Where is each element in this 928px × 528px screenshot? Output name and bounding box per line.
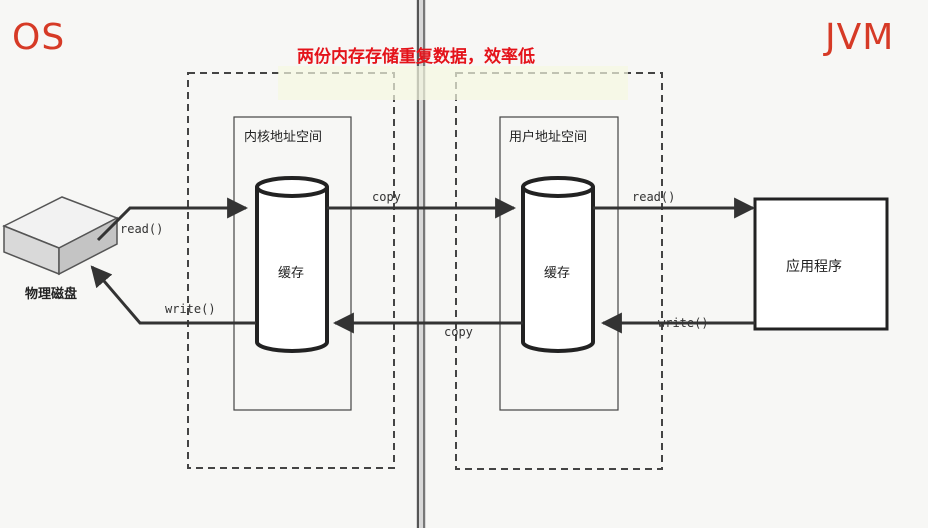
- disk-icon: [2, 196, 119, 276]
- application-box: [753, 197, 889, 331]
- disk-write-arrow: [90, 265, 256, 325]
- user-cache-cylinder: [521, 176, 595, 353]
- kernel-space-box: [233, 116, 352, 411]
- copy-to-user-label: copy: [372, 190, 401, 204]
- copy-to-kernel-label: copy: [444, 325, 473, 339]
- app-write-label: write(): [658, 316, 709, 330]
- user-space-box: [499, 116, 619, 411]
- headline-highlight: [278, 66, 628, 100]
- jvm-label: JVM: [825, 17, 895, 58]
- disk-read-arrow: [96, 197, 249, 242]
- user-space-label: 用户地址空间: [509, 130, 588, 145]
- disk-label: 物理磁盘: [25, 287, 78, 302]
- user-cache-label: 缓存: [544, 266, 571, 281]
- app-read-label: read(): [632, 190, 676, 204]
- os-label: OS: [12, 17, 66, 58]
- kernel-space-label: 内核地址空间: [244, 130, 323, 145]
- headline-text: 两份内存存储重复数据，效率低: [297, 47, 535, 67]
- disk-read-label: read(): [120, 222, 164, 236]
- kernel-cache-cylinder: [255, 176, 329, 353]
- application-label: 应用程序: [786, 259, 842, 275]
- disk-write-label: write(): [165, 302, 216, 316]
- kernel-cache-label: 缓存: [278, 266, 305, 281]
